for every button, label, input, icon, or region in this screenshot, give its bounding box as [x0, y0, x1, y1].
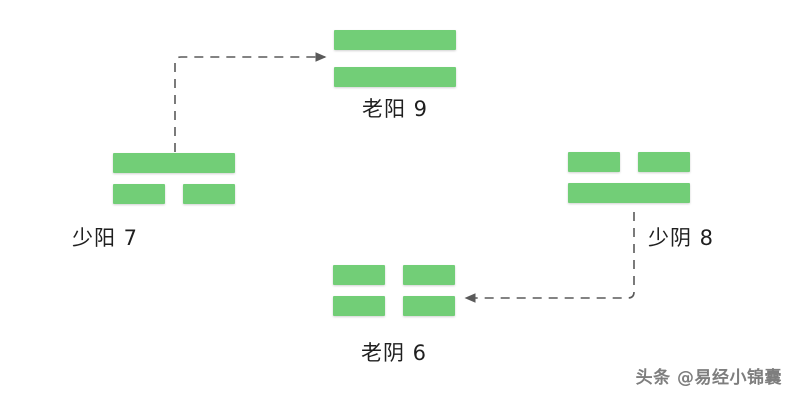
bar-segment-right [183, 184, 235, 204]
bar-segment-right [403, 265, 455, 285]
label-shaoyin: 少阴 8 [648, 226, 715, 250]
label-shaoyang: 少阳 7 [72, 226, 139, 250]
bar-segment [568, 183, 690, 203]
bar-segment-left [333, 296, 385, 316]
bar-segment-right [403, 296, 455, 316]
arrow-shaoyang-to-laoyang [174, 52, 327, 152]
bar-segment-right [638, 152, 690, 172]
bar-segment-left [113, 184, 165, 204]
arrow-shaoyin-to-laoyin [464, 212, 635, 303]
label-laoyang: 老阳 9 [361, 97, 429, 121]
bar-segment-left [333, 265, 385, 285]
watermark-text: 头条 @易经小锦囊 [635, 368, 782, 388]
bar-segment-left [568, 152, 620, 172]
label-laoyin: 老阴 6 [360, 341, 428, 365]
bar-segment [334, 30, 456, 50]
bar-segment [113, 153, 235, 173]
bar-segment [334, 67, 456, 87]
